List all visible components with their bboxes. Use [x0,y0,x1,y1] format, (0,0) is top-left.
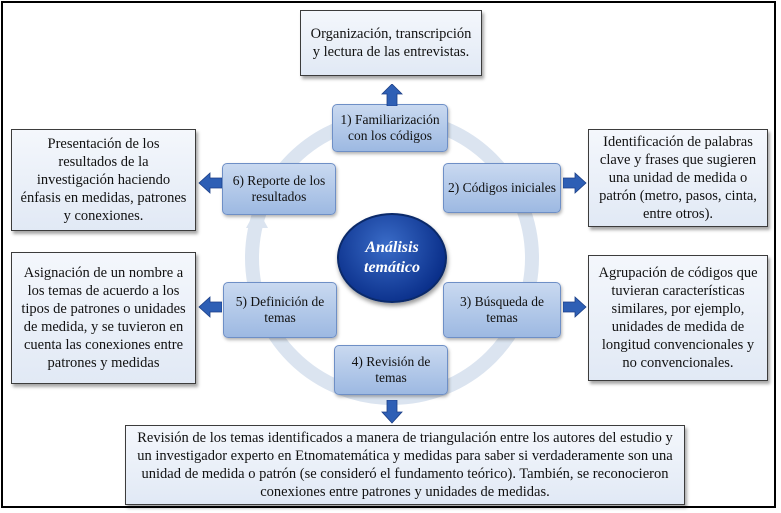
step-4-box: 4) Revisión de temas [334,345,448,395]
note-step-5: Asignación de un nombre a los temas de a… [11,252,196,384]
note-step-2: Identificación de palabras clave y frase… [588,129,768,227]
step-2-box: 2) Códigos iniciales [443,163,561,213]
note-step-2-text: Identificación de palabras clave y frase… [599,134,757,222]
center-label: Análisis temático [364,239,420,276]
note-step-1: Organización, transcripción y lectura de… [300,10,482,76]
center-node: Análisis temático [337,213,447,303]
note-step-3-text: Agrupación de códigos que tuvieran carac… [598,265,758,371]
cycle-arrowhead-icon [246,208,268,228]
note-step-6-text: Presentación de los resultados de la inv… [20,136,187,224]
step-6-box: 6) Reporte de los resultados [222,163,336,215]
step-2-arrow-icon [563,172,587,194]
step-4-arrow-icon [381,400,403,424]
note-step-6: Presentación de los resultados de la inv… [11,129,196,231]
step-2-label: 2) Códigos iniciales [448,180,556,195]
step-3-box: 3) Búsqueda de temas [443,282,561,338]
step-5-box: 5) Definición de temas [223,282,337,338]
note-step-1-text: Organización, transcripción y lectura de… [310,26,472,60]
step-1-arrow-icon [381,84,403,106]
step-6-label: 6) Reporte de los resultados [232,173,326,204]
step-5-label: 5) Definición de temas [235,294,325,325]
step-5-arrow-icon [198,296,222,318]
step-1-box: 1) Familiarización con los códigos [332,104,448,152]
note-step-3: Agrupación de códigos que tuvieran carac… [588,255,768,381]
note-step-4: Revisión de los temas identificados a ma… [125,425,685,505]
step-4-label: 4) Revisión de temas [351,354,431,385]
step-3-arrow-icon [563,296,587,318]
step-3-label: 3) Búsqueda de temas [460,294,544,325]
step-1-label: 1) Familiarización con los códigos [340,112,440,143]
note-step-5-text: Asignación de un nombre a los temas de a… [21,265,186,371]
note-step-4-text: Revisión de los temas identificados a ma… [137,430,673,500]
step-6-arrow-icon [198,172,222,194]
